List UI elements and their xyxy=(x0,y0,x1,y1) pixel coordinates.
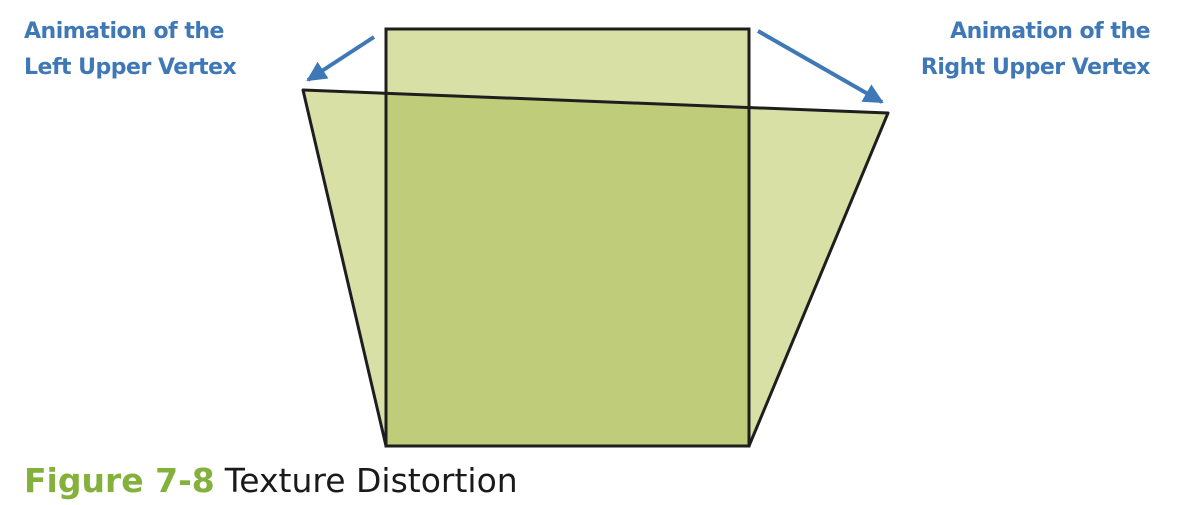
right-vertex-label: Animation of the Right Upper Vertex xyxy=(920,14,1151,86)
left-vertex-label: Animation of the Left Upper Vertex xyxy=(24,14,237,86)
figure-title: Texture Distortion xyxy=(224,461,518,500)
distorted-quad-outline xyxy=(301,88,890,448)
left-vertex-label-line-2: Left Upper Vertex xyxy=(24,55,237,80)
right-vertex-label-line-2: Right Upper Vertex xyxy=(920,55,1151,80)
figure-number: Figure 7-8 xyxy=(24,461,215,500)
right-vertex-label-line-1: Animation of the xyxy=(950,19,1150,44)
left-vertex-arrow xyxy=(306,35,376,82)
right-vertex-arrow xyxy=(757,29,884,104)
overlap-region xyxy=(386,93,749,446)
left-vertex-label-line-1: Animation of the xyxy=(24,19,224,44)
